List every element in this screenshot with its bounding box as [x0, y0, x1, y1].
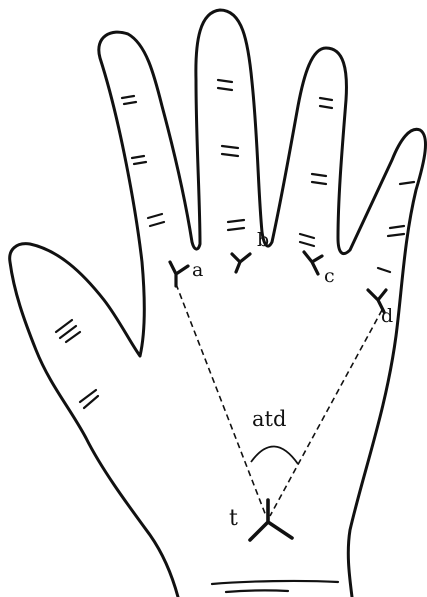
line-a-to-t	[176, 284, 266, 516]
hand-outline	[10, 10, 426, 597]
finger-crease	[228, 220, 244, 230]
line-d-to-t	[270, 310, 382, 516]
finger-crease	[312, 174, 326, 184]
triradius-c-mark	[304, 252, 322, 274]
label-b: b	[257, 229, 269, 251]
finger-crease	[122, 96, 136, 104]
finger-crease	[148, 214, 164, 226]
thumb-crease	[80, 390, 98, 408]
finger-crease	[218, 80, 232, 90]
thumb-crease	[56, 320, 80, 342]
triradius-t-mark	[250, 500, 292, 540]
label-d: d	[381, 305, 393, 327]
wrist-crease	[212, 581, 338, 584]
finger-crease	[300, 234, 314, 246]
finger-crease	[378, 268, 390, 272]
finger-crease	[400, 182, 414, 184]
label-t: t	[229, 506, 238, 531]
finger-crease	[320, 98, 332, 108]
finger-crease	[132, 156, 146, 164]
label-atd: atd	[252, 407, 286, 431]
wrist-crease	[226, 590, 288, 592]
finger-crease	[222, 146, 238, 156]
label-a: a	[192, 259, 203, 281]
label-c: c	[324, 265, 335, 287]
triradius-a-mark	[170, 262, 188, 286]
triradius-b-mark	[232, 254, 250, 272]
finger-crease	[388, 226, 404, 236]
atd-angle-arc	[251, 446, 298, 464]
